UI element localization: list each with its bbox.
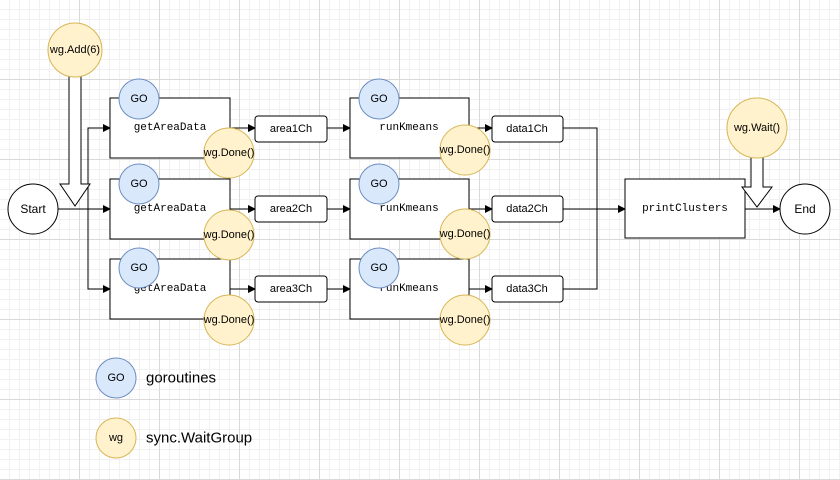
go-badge-run-2: GO — [358, 163, 400, 205]
print-clusters-label: printClusters — [642, 203, 728, 215]
data1ch-label: data1Ch — [506, 123, 548, 135]
run-kmeans-2-label: runKmeans — [379, 203, 438, 215]
go-badge-get-3-label: GO — [130, 262, 148, 274]
go-badge-run-3-label: GO — [370, 262, 388, 274]
wg-done-get-1: wg.Done() — [203, 127, 255, 179]
area3ch-label: area3Ch — [270, 283, 312, 295]
go-badge-get-3: GO — [118, 247, 160, 289]
data2ch-label: data2Ch — [506, 203, 548, 215]
start-node: Start — [7, 183, 59, 235]
legend-wg-label: sync.WaitGroup — [146, 430, 252, 447]
data3ch-node: data3Ch — [491, 275, 564, 303]
wg-done-get-3-label: wg.Done() — [203, 314, 255, 326]
edge-start-to-row3 — [87, 209, 111, 293]
wg-done-get-2-label: wg.Done() — [203, 229, 255, 241]
area2ch-label: area2Ch — [270, 203, 312, 215]
edge-start-to-row1 — [87, 124, 111, 209]
go-badge-get-2: GO — [118, 163, 160, 205]
get-area-data-3-label: getAreaData — [134, 283, 207, 295]
area1ch-node: area1Ch — [254, 115, 328, 143]
edge-data3-merge — [563, 209, 598, 290]
area1ch-label: area1Ch — [270, 123, 312, 135]
print-clusters-node: printClusters — [624, 178, 746, 239]
wg-add-node: wg.Add(6) — [47, 22, 103, 207]
get-area-data-2-label: getAreaData — [134, 203, 207, 215]
go-badge-run-3: GO — [358, 247, 400, 289]
end-label: End — [794, 202, 815, 216]
wg-done-run-2-label: wg.Done() — [439, 228, 491, 240]
wg-wait-node: wg.Wait() — [726, 97, 788, 208]
go-badge-get-1-label: GO — [130, 93, 148, 105]
legend-goroutines: GO goroutines — [95, 357, 216, 399]
wg-add-arrow — [59, 74, 91, 207]
wg-wait-arrow — [741, 151, 773, 208]
area2ch-node: area2Ch — [254, 195, 328, 223]
go-badge-run-1: GO — [358, 78, 400, 120]
legend-go-symbol: GO — [107, 372, 125, 384]
wg-done-get-2: wg.Done() — [203, 209, 255, 261]
run-kmeans-3-label: runKmeans — [379, 283, 438, 295]
end-node: End — [779, 183, 831, 235]
start-label: Start — [20, 202, 46, 216]
data3ch-label: data3Ch — [506, 283, 548, 295]
wg-add-label: wg.Add(6) — [49, 44, 100, 56]
wg-done-run-3: wg.Done() — [439, 294, 491, 346]
go-badge-run-2-label: GO — [370, 178, 388, 190]
legend-wg-symbol: wg — [108, 432, 123, 444]
legend: GO goroutines wg sync.WaitGroup — [95, 357, 252, 459]
wg-done-run-1: wg.Done() — [439, 124, 491, 176]
edge-data1-merge — [563, 127, 598, 209]
wg-wait-label: wg.Wait() — [733, 122, 780, 134]
get-area-data-1-label: getAreaData — [134, 122, 207, 134]
wg-done-run-1-label: wg.Done() — [439, 144, 491, 156]
go-badge-get-2-label: GO — [130, 178, 148, 190]
area3ch-node: area3Ch — [254, 275, 328, 303]
wg-done-run-3-label: wg.Done() — [439, 314, 491, 326]
run-kmeans-1-label: runKmeans — [379, 122, 438, 134]
legend-go-label: goroutines — [146, 370, 216, 387]
go-badge-run-1-label: GO — [370, 93, 388, 105]
data1ch-node: data1Ch — [491, 115, 564, 143]
wg-done-get-1-label: wg.Done() — [203, 147, 255, 159]
wg-done-run-2: wg.Done() — [439, 208, 491, 260]
go-badge-get-1: GO — [118, 78, 160, 120]
legend-waitgroup: wg sync.WaitGroup — [95, 417, 252, 459]
wg-done-get-3: wg.Done() — [203, 294, 255, 346]
data2ch-node: data2Ch — [491, 195, 564, 223]
edges — [58, 124, 781, 293]
